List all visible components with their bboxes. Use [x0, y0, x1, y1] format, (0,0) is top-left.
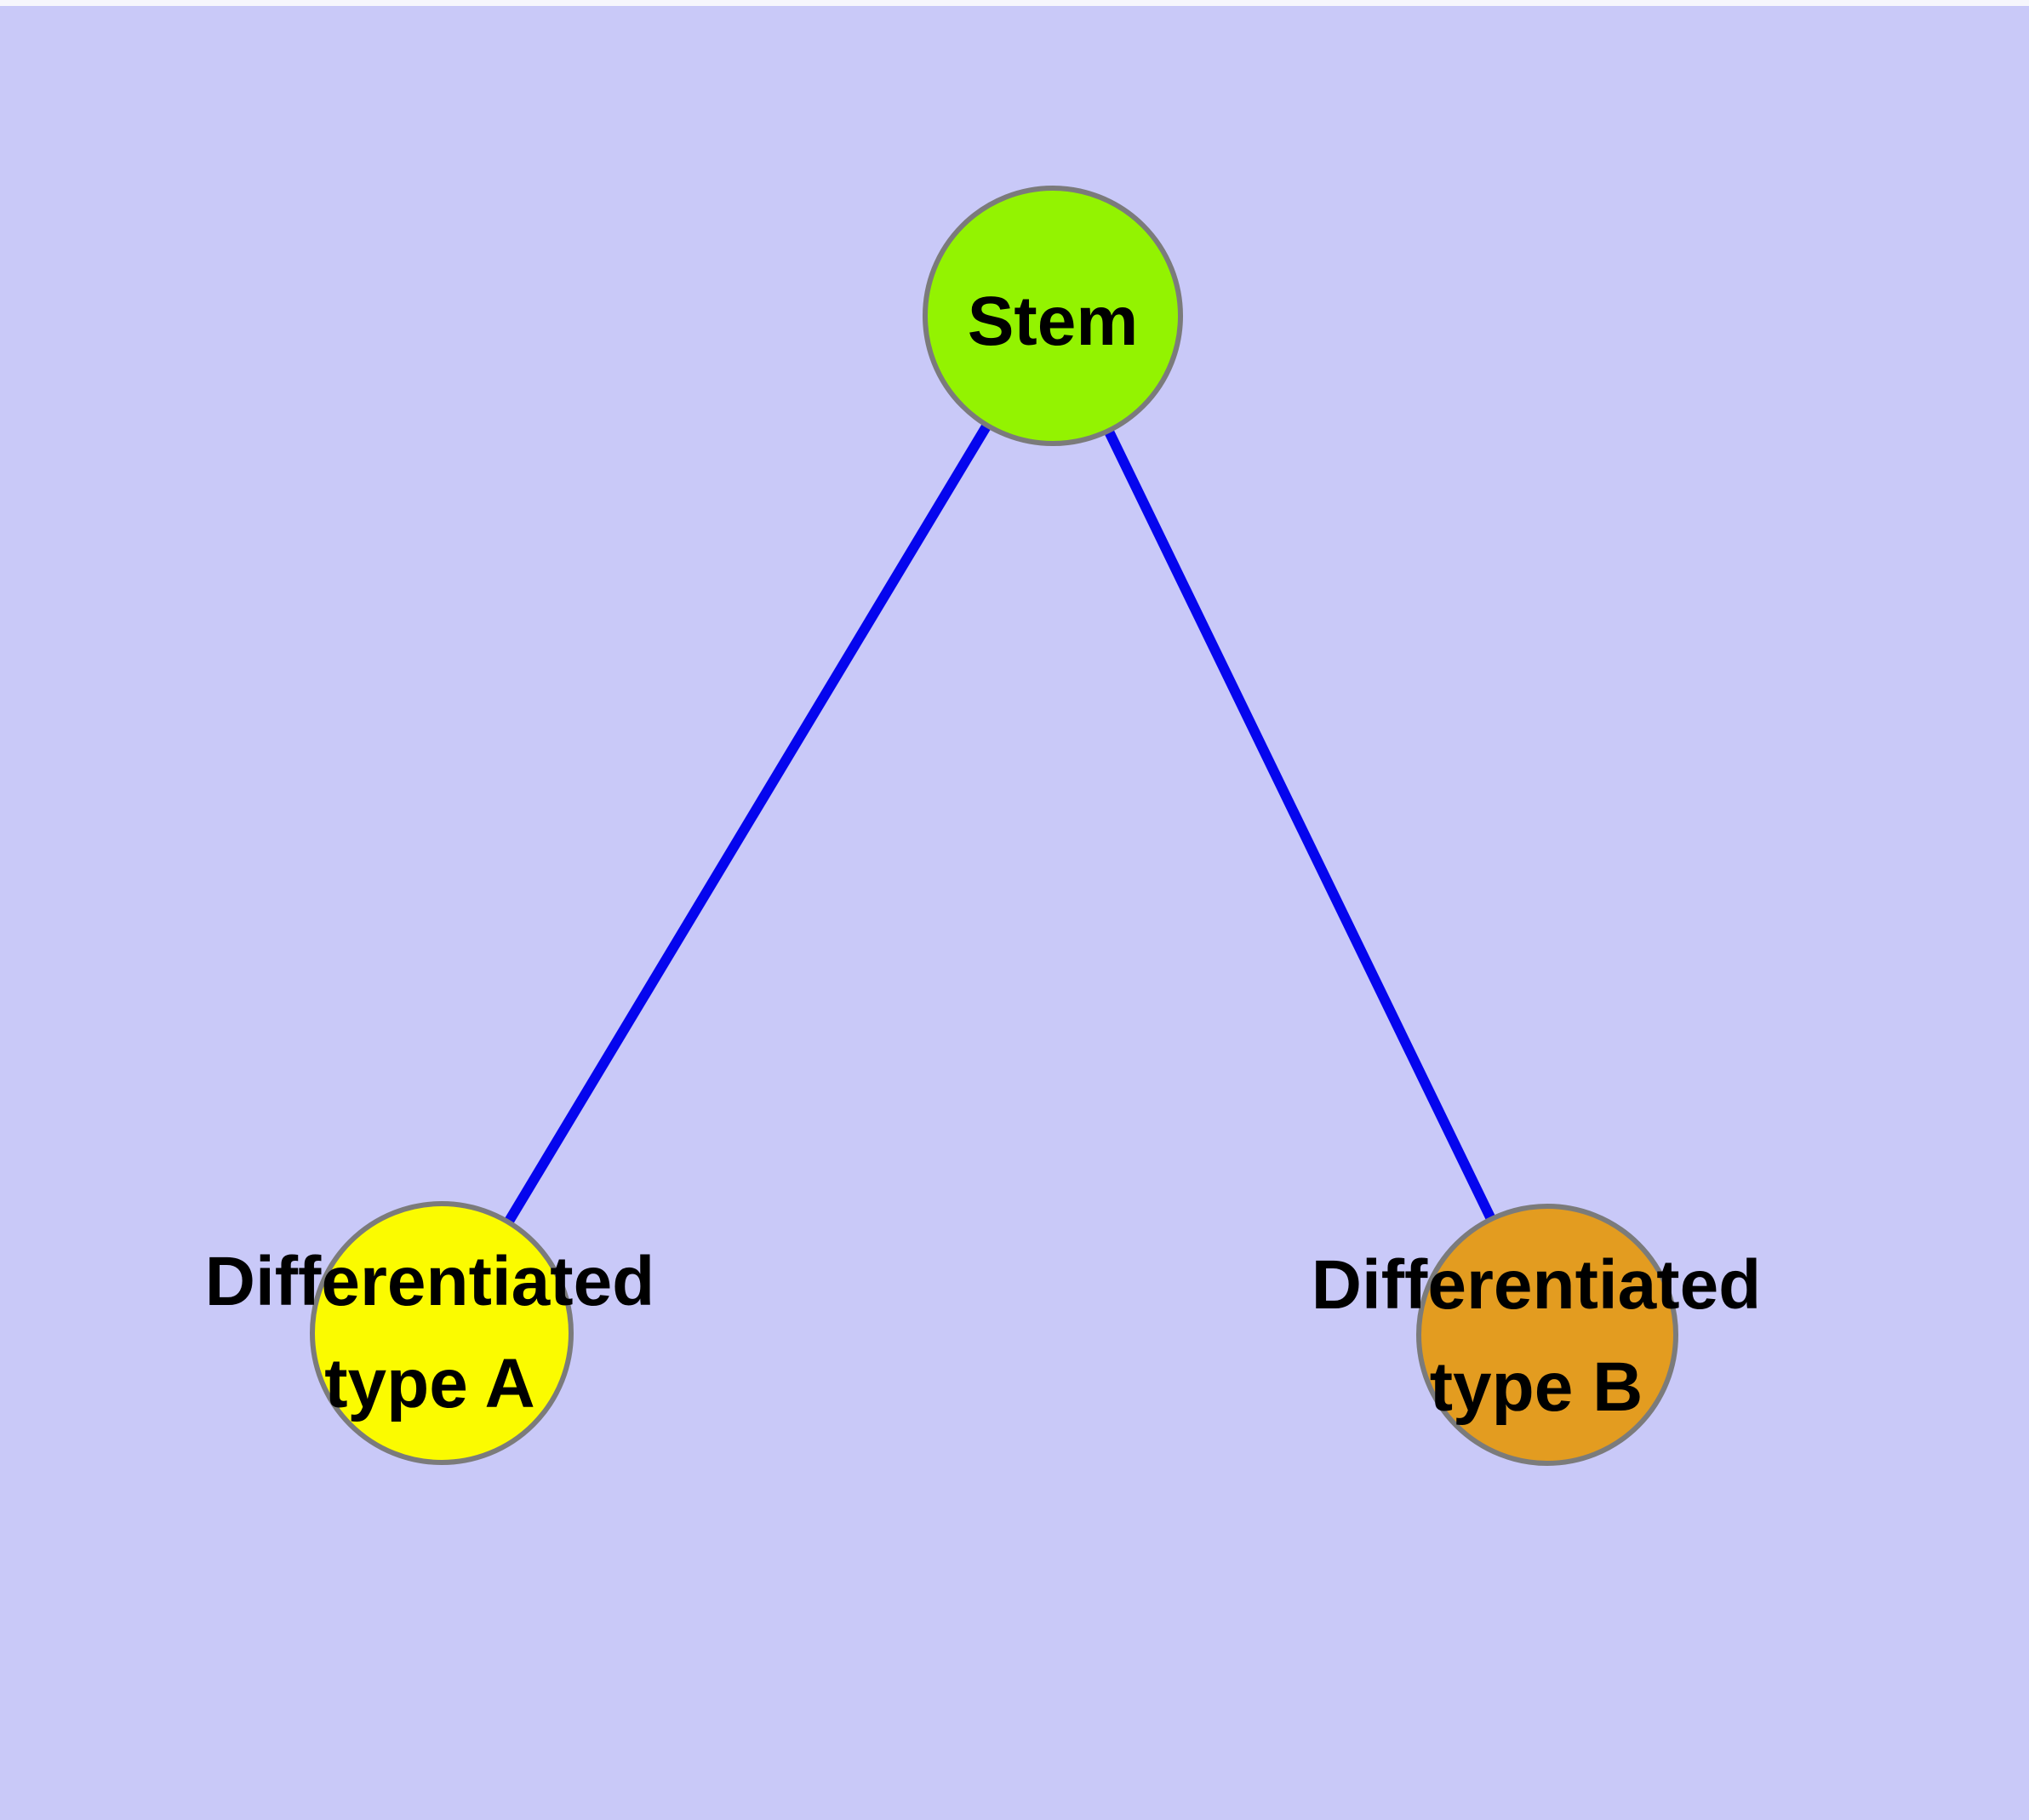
stem-node-label: Stem	[968, 271, 1139, 373]
type-b-label-line2: type B	[1429, 1348, 1643, 1426]
top-edge-strip	[0, 0, 2029, 6]
stem-node-label-text: Stem	[967, 283, 1139, 360]
type-a-node-label: Differentiated type A	[205, 1231, 655, 1435]
type-b-label-line1: Differentiated	[1311, 1246, 1762, 1324]
type-a-label-line2: type A	[324, 1345, 535, 1422]
type-a-label-line1: Differentiated	[204, 1243, 655, 1320]
type-b-node-label: Differentiated type B	[1312, 1234, 1762, 1439]
type-b-node-circle	[1416, 1204, 1678, 1466]
stem-node-circle	[923, 186, 1183, 446]
edge-stem-to-type-a	[437, 312, 1058, 1336]
edge-stem-to-type-b	[1048, 313, 1552, 1337]
type-a-node-circle	[310, 1201, 574, 1465]
